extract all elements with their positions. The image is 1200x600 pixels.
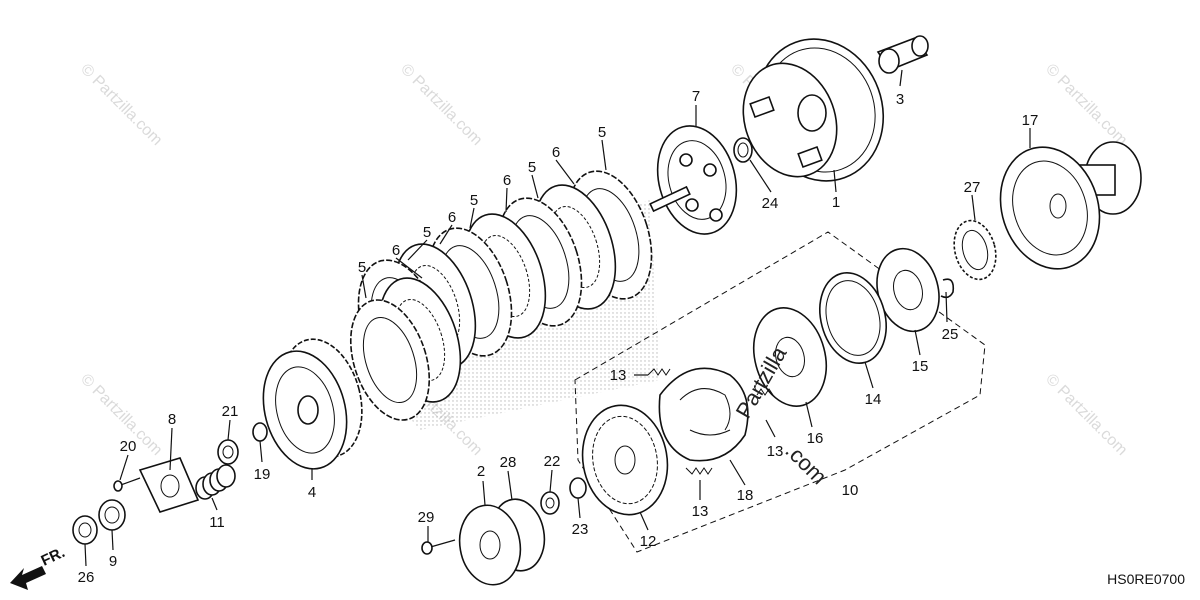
- part-nut: [72, 515, 98, 545]
- part-bolt: [113, 477, 141, 492]
- front-label: FR.: [39, 544, 68, 570]
- part-spring: [685, 467, 713, 475]
- part-spring: [647, 368, 671, 376]
- callout-6: 6: [552, 144, 560, 161]
- callout-13: 13: [610, 367, 627, 384]
- callout-3: 3: [896, 91, 904, 108]
- callout-23: 23: [572, 521, 589, 538]
- part-washer: [733, 137, 753, 163]
- callout-5: 5: [528, 159, 536, 176]
- callout-13: 13: [767, 443, 784, 460]
- callout-25: 25: [942, 326, 959, 343]
- part-drive-plate: [753, 307, 827, 407]
- callout-11: 11: [209, 514, 225, 531]
- callout-6: 6: [448, 209, 456, 226]
- callout-6: 6: [503, 172, 511, 189]
- callout-5: 5: [423, 224, 431, 241]
- front-arrow-icon: [10, 566, 46, 590]
- part-washer: [569, 477, 587, 499]
- callouts: 1 2 3 4 5 5 5 5 5 6 6 6 6 7 8 9 10 11 12…: [78, 88, 1039, 586]
- callout-6: 6: [392, 242, 400, 259]
- clutch-plates-stack: [349, 170, 653, 421]
- friction-disc: [349, 299, 431, 421]
- watermark: © Partzilla.com: [397, 61, 485, 149]
- callout-14: 14: [865, 391, 882, 408]
- part-circlip: [940, 278, 955, 299]
- part-bushing: [876, 35, 929, 74]
- callout-5: 5: [598, 124, 606, 141]
- callout-1: 1: [832, 194, 840, 211]
- part-one-way-clutch: [458, 498, 546, 586]
- part-nut: [217, 439, 239, 465]
- part-washer: [252, 422, 268, 442]
- callout-5: 5: [470, 192, 478, 209]
- callout-8: 8: [168, 411, 176, 428]
- watermark: © Partzilla.com: [77, 61, 165, 149]
- part-centrifugal-weights: [658, 367, 749, 462]
- part-clutch-center: [262, 338, 363, 470]
- callout-12: 12: [640, 533, 657, 550]
- callout-28: 28: [500, 454, 517, 471]
- part-needle-bearing: [953, 219, 997, 281]
- watermark: © Partzilla.com: [1042, 61, 1130, 149]
- callout-22: 22: [544, 453, 561, 470]
- callout-4: 4: [308, 484, 316, 501]
- part-primary-drive: [999, 141, 1142, 270]
- part-pressure-plate: [649, 125, 738, 235]
- callout-26: 26: [78, 569, 95, 586]
- callout-24: 24: [762, 195, 779, 212]
- part-bearing: [98, 499, 126, 531]
- leader-lines: [84, 69, 1031, 567]
- part-nut: [540, 491, 560, 515]
- callout-10: 10: [842, 482, 859, 499]
- callout-17: 17: [1022, 112, 1039, 129]
- callout-15: 15: [912, 358, 929, 375]
- part-clutch-outer: [742, 38, 885, 182]
- part-clutch-drum: [581, 404, 669, 516]
- callout-20: 20: [120, 438, 137, 455]
- callout-19: 19: [254, 466, 271, 483]
- watermark: © Partzilla.com: [1042, 371, 1130, 459]
- part-lifter-plate: [138, 457, 200, 513]
- front-direction-indicator: FR.: [10, 544, 68, 590]
- callout-21: 21: [222, 403, 239, 420]
- callout-29: 29: [418, 509, 435, 526]
- callout-18: 18: [737, 487, 754, 504]
- part-spring: [195, 464, 236, 500]
- part-spring: [756, 388, 774, 396]
- part-bolt: [421, 539, 456, 555]
- callout-2: 2: [477, 463, 485, 480]
- callout-9: 9: [109, 553, 117, 570]
- callout-13: 13: [692, 503, 709, 520]
- callout-5: 5: [358, 259, 366, 276]
- callout-16: 16: [807, 430, 824, 447]
- callout-7: 7: [692, 88, 700, 105]
- diagram-code: HS0RE0700: [1107, 571, 1185, 587]
- callout-27: 27: [964, 179, 981, 196]
